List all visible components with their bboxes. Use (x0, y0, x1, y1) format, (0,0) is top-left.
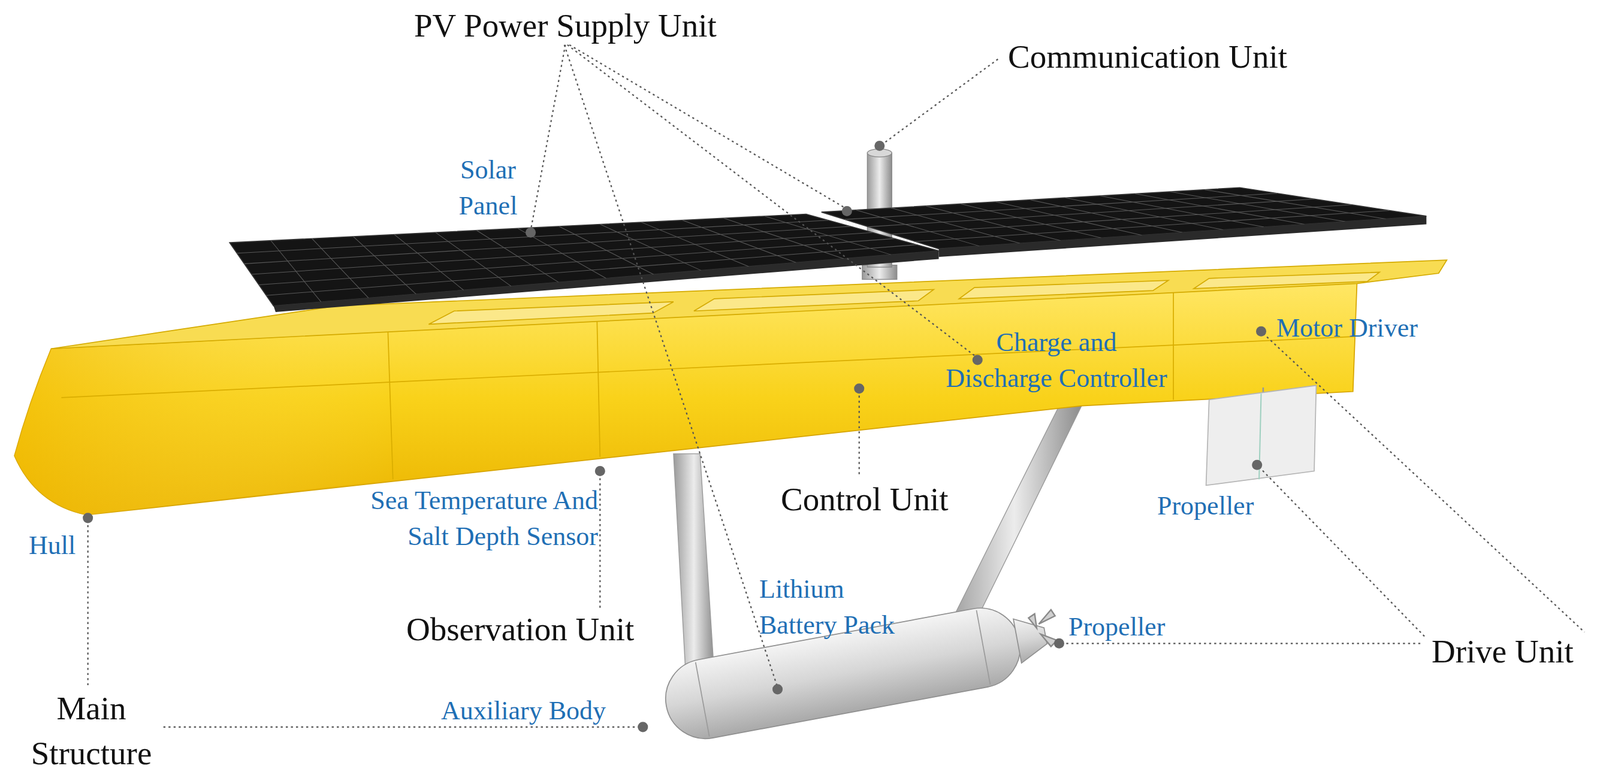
group-label: Control Unit (780, 477, 949, 523)
panel-cell-line (266, 245, 917, 297)
leader-lines (88, 44, 1586, 728)
panel-cell-line (1030, 200, 1183, 233)
panel-cell-line (1065, 197, 1224, 230)
part-label: Propeller (1068, 609, 1165, 646)
group-label: Main Structure (16, 686, 166, 777)
part-label: Auxiliary Body (441, 693, 606, 730)
rear-strut (946, 406, 1082, 632)
part-label: Propeller (1157, 488, 1254, 525)
part-label: Solar Panel (451, 152, 525, 225)
panel-cell-line (244, 226, 851, 264)
part-label: Motor Driver (1276, 310, 1418, 347)
propeller-symbol (1028, 610, 1058, 647)
part-label: Lithium Battery Pack (759, 571, 914, 644)
part-label: Charge and Discharge Controller (937, 324, 1176, 397)
panel-grid (237, 189, 1390, 303)
panel-cell-line (237, 220, 829, 254)
front-strut (673, 454, 715, 676)
panel-edge (273, 251, 940, 313)
bow-shading (14, 328, 394, 516)
group-label: Communication Unit (1007, 34, 1288, 80)
group-label: Drive Unit (1431, 629, 1574, 675)
panel-cell-line (1134, 193, 1305, 225)
part-label: Hull (28, 527, 76, 564)
leader-dots (82, 140, 1267, 733)
panel-edge (939, 216, 1427, 258)
panel-cell-line (868, 198, 1315, 227)
group-label: PV Power Supply Unit (414, 3, 717, 49)
panel-cell-line (844, 193, 1278, 220)
part-label: Sea Temperature And Salt Depth Sensor (334, 482, 599, 555)
group-label: Observation Unit (406, 607, 635, 653)
panel-cell-line (1100, 195, 1264, 228)
panel-cell-line (995, 201, 1143, 236)
panel-cell-line (258, 238, 895, 285)
propeller-plate (1206, 385, 1317, 486)
